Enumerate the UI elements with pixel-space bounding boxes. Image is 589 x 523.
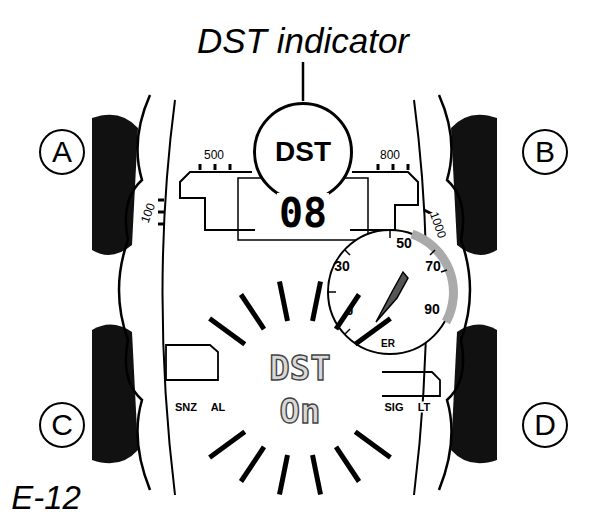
scale-label: 800 (380, 149, 400, 161)
lcd-text: DST (269, 351, 330, 385)
flash-ray (336, 447, 359, 482)
dial-number: 50 (396, 236, 412, 250)
pusher (92, 115, 138, 255)
indicator-label: AL (211, 402, 226, 413)
node-text: C (51, 410, 73, 440)
callout-label: DST indicator (197, 23, 409, 58)
button-label: D (522, 402, 568, 448)
flash-ray (241, 295, 264, 330)
dial-number: ER (381, 339, 395, 349)
scale-label: 100 (139, 202, 157, 225)
pusher (92, 324, 138, 463)
flash-ray (336, 295, 359, 330)
dial-number: 30 (334, 259, 350, 273)
flash-ray (313, 455, 321, 494)
pusher (451, 115, 497, 255)
node-text: D (534, 410, 556, 440)
indicator-label: SNZ (175, 402, 197, 413)
node-text: DST (275, 138, 331, 166)
node-text: B (535, 137, 555, 167)
dial-hand (376, 272, 408, 322)
display-panel (166, 345, 218, 380)
case-outline (119, 95, 150, 490)
display-panel (382, 372, 440, 396)
indicator-label: LT (418, 402, 431, 413)
dial-number: 70 (425, 259, 441, 273)
button-label: C (39, 402, 85, 448)
pusher (451, 324, 497, 463)
flash-rays (210, 282, 391, 495)
scale-label: 500 (204, 149, 224, 161)
flash-ray (280, 455, 288, 494)
bezel (163, 100, 176, 495)
display-panel (180, 172, 255, 230)
page-number: E-12 (11, 481, 81, 514)
dial-number: J (347, 305, 354, 317)
lcd-digits: 08 (277, 193, 329, 233)
display-panel (350, 172, 418, 230)
dial-number: 90 (424, 302, 440, 316)
lcd-text: On (280, 394, 321, 428)
flash-ray (355, 432, 390, 458)
flash-ray (313, 282, 321, 321)
indicator-callout: DST (253, 102, 353, 202)
scale-label: 1000 (428, 210, 448, 239)
button-label: B (522, 129, 568, 175)
indicator-label: SIG (385, 402, 404, 413)
button-label: A (39, 129, 85, 175)
leader-line (302, 62, 305, 101)
flash-ray (241, 447, 264, 482)
flash-ray (280, 282, 288, 321)
node-text: A (52, 137, 72, 167)
flash-ray (210, 432, 245, 458)
dial-arc (412, 234, 453, 322)
flash-ray (210, 319, 245, 345)
